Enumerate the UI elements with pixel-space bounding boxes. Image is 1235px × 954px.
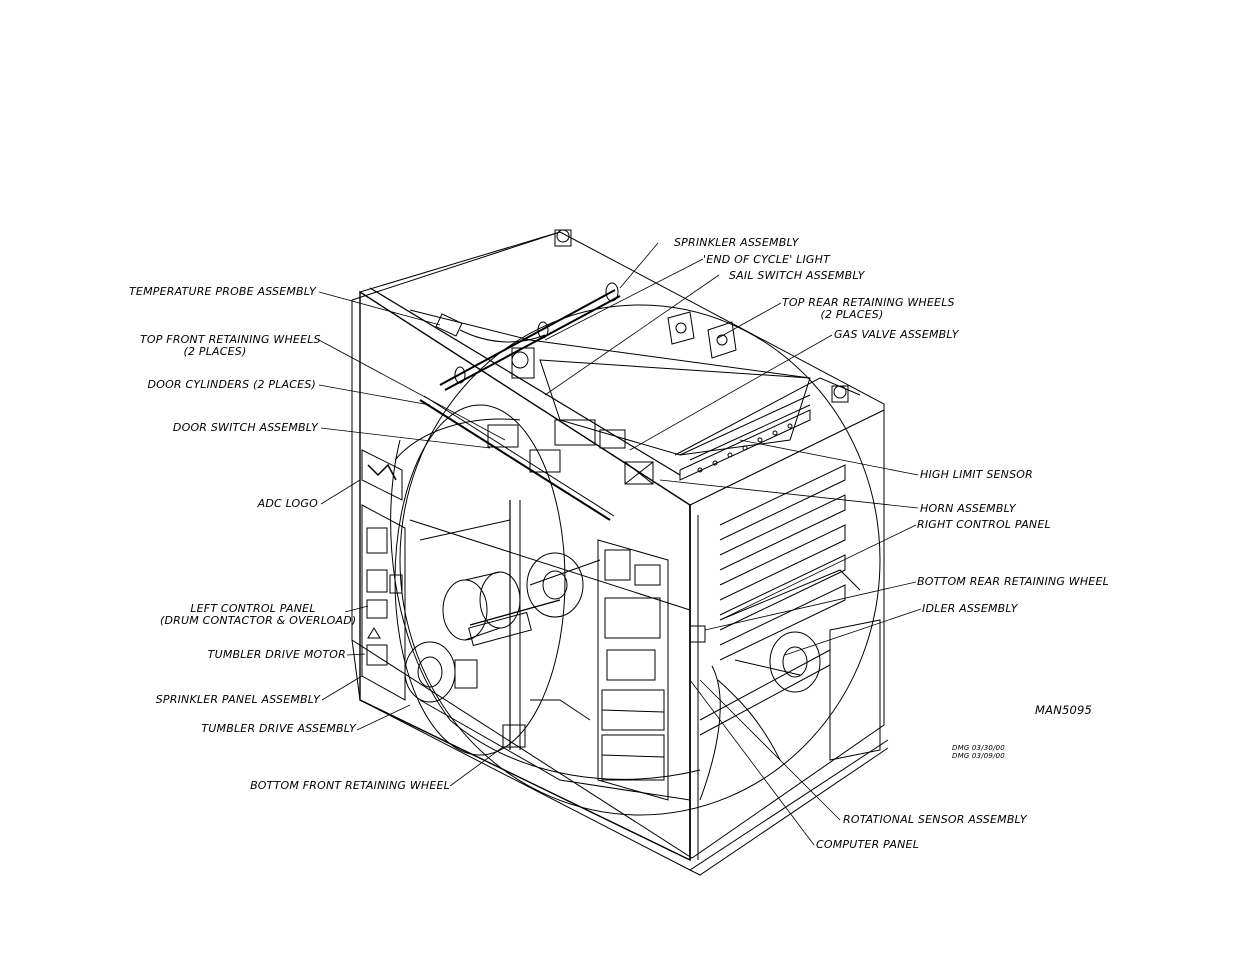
revision-1: DMG 03/30/00 bbox=[952, 744, 1005, 752]
drawing-id: MAN5095 bbox=[1035, 703, 1093, 717]
label-tumbler-drive-motor: TUMBLER DRIVE MOTOR bbox=[207, 648, 346, 661]
high-limit-rail bbox=[680, 410, 810, 480]
label-computer-panel: COMPUTER PANEL bbox=[816, 838, 920, 851]
tumbler-drive-pulley bbox=[405, 642, 477, 702]
label-sail-switch-assembly: SAIL SWITCH ASSEMBLY bbox=[729, 269, 865, 282]
right-side-louvers bbox=[720, 465, 860, 660]
label-high-limit-sensor: HIGH LIMIT SENSOR bbox=[920, 468, 1033, 481]
label-top-rear-retaining-wheels-note: (2 PLACES) bbox=[820, 308, 884, 321]
bottom-rear-wheel bbox=[690, 626, 820, 692]
top-panel bbox=[540, 360, 810, 460]
idler-hub bbox=[527, 553, 600, 617]
label-sprinkler-assembly: SPRINKLER ASSEMBLY bbox=[674, 236, 799, 249]
top-rear-retaining-wheels bbox=[668, 312, 736, 358]
revision-2: DMG 03/09/00 bbox=[952, 752, 1005, 760]
mounting-brackets bbox=[555, 230, 848, 402]
label-left-control-panel: LEFT CONTROL PANEL bbox=[190, 602, 316, 615]
label-tumbler-drive-assembly: TUMBLER DRIVE ASSEMBLY bbox=[201, 722, 356, 735]
sensor-cables bbox=[700, 666, 780, 800]
label-temperature-probe-assembly: TEMPERATURE PROBE ASSEMBLY bbox=[129, 285, 316, 298]
label-rotational-sensor-assembly: ROTATIONAL SENSOR ASSEMBLY bbox=[843, 813, 1027, 826]
label-bottom-rear-retaining-wheel: BOTTOM REAR RETAINING WHEEL bbox=[917, 575, 1109, 588]
right-lower-panel bbox=[700, 620, 880, 760]
label-sprinkler-panel-assembly: SPRINKLER PANEL ASSEMBLY bbox=[155, 693, 320, 706]
leader-lines bbox=[319, 243, 921, 845]
label-top-front-retaining-wheels-note: (2 PLACES) bbox=[183, 345, 247, 358]
tumbler-drum bbox=[391, 305, 880, 815]
door-cylinders bbox=[420, 396, 614, 520]
label-idler-assembly: IDLER ASSEMBLY bbox=[922, 602, 1018, 615]
sprinkler-pipe bbox=[440, 283, 620, 390]
computer-panel-box bbox=[598, 540, 668, 800]
label-door-cylinders: DOOR CYLINDERS (2 PLACES) bbox=[147, 378, 316, 391]
left-control-panel-box bbox=[362, 505, 405, 700]
label-adc-logo: ADC LOGO bbox=[257, 497, 318, 510]
label-top-front-retaining-wheels: TOP FRONT RETAINING WHEELS bbox=[140, 333, 321, 346]
label-left-control-panel-note: (DRUM CONTACTOR & OVERLOAD) bbox=[160, 614, 357, 627]
label-door-switch-assembly: DOOR SWITCH ASSEMBLY bbox=[172, 421, 318, 434]
tumbler-drive-motor-body bbox=[443, 572, 560, 645]
bottom-front-wheel bbox=[503, 725, 525, 747]
label-right-control-panel: RIGHT CONTROL PANEL bbox=[917, 518, 1051, 531]
label-gas-valve-assembly: GAS VALVE ASSEMBLY bbox=[834, 328, 959, 341]
temperature-probe bbox=[436, 314, 545, 342]
label-top-rear-retaining-wheels: TOP REAR RETAINING WHEELS bbox=[782, 296, 955, 309]
label-horn-assembly: HORN ASSEMBLY bbox=[920, 502, 1016, 515]
label-end-of-cycle-light: 'END OF CYCLE' LIGHT bbox=[703, 253, 831, 266]
gas-valve-area bbox=[512, 348, 653, 484]
adc-logo-plate bbox=[362, 450, 402, 500]
label-bottom-front-retaining-wheel: BOTTOM FRONT RETAINING WHEEL bbox=[250, 779, 450, 792]
